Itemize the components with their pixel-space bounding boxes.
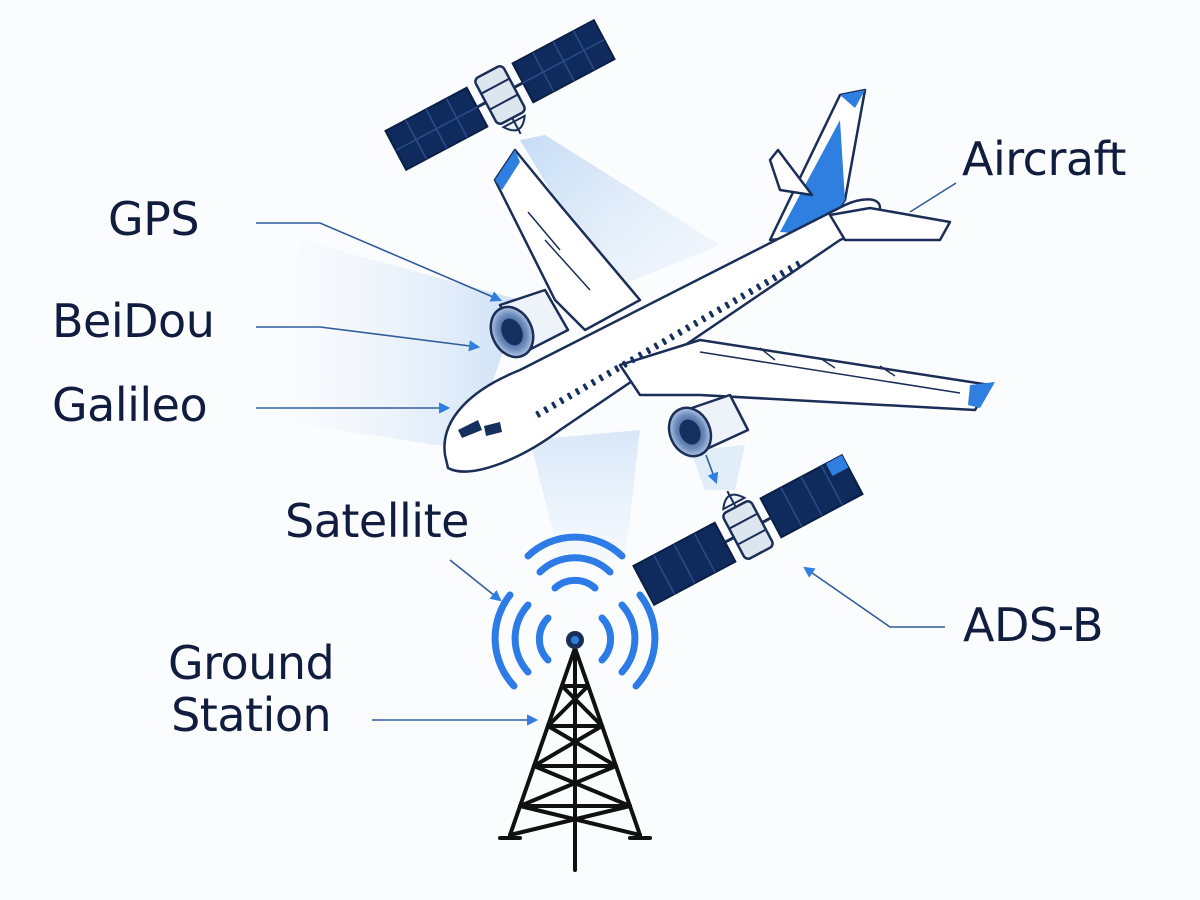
engine-far: [489, 288, 570, 359]
window-dot: [716, 306, 723, 314]
window-dot: [700, 315, 707, 323]
radio-tower-icon: [498, 646, 652, 872]
window-dot: [582, 383, 589, 391]
wifi-signal-icon: [491, 533, 659, 690]
gps-leader: [256, 222, 503, 302]
window-dot: [763, 278, 770, 286]
window-dot: [724, 301, 731, 309]
beidou-label: BeiDou: [52, 294, 215, 348]
galileo-label: Galileo: [52, 378, 208, 432]
window-dot: [543, 406, 549, 414]
window-dot: [771, 274, 778, 282]
ground-station-label-line1: Ground: [168, 636, 335, 690]
engine-near: [667, 393, 750, 458]
ground-station-label: Ground Station: [168, 636, 335, 742]
satellite-bottom-icon: [632, 453, 864, 607]
window-dot: [653, 342, 660, 350]
window-dot: [622, 360, 628, 368]
satellite-leader: [449, 559, 502, 602]
window-dot: [614, 365, 620, 373]
gps-label: GPS: [108, 192, 200, 246]
antenna-tip-icon: [566, 631, 584, 649]
window-dot: [795, 260, 801, 268]
signal-glow-left: [270, 240, 520, 450]
satellite-beam-top: [520, 135, 720, 290]
window-dot: [551, 401, 557, 409]
aircraft-label: Aircraft: [962, 132, 1126, 186]
window-dot: [685, 324, 691, 332]
window-dot: [677, 328, 683, 336]
window-dot: [629, 356, 636, 364]
window-dot: [598, 374, 604, 382]
window-dot: [740, 292, 746, 300]
aircraft-leader: [909, 182, 957, 213]
adsb-beam: [690, 445, 745, 490]
leader-lines: [256, 182, 957, 726]
satellite-top-icon: [384, 18, 616, 172]
window-dot: [669, 333, 675, 341]
ground-beam: [530, 430, 640, 560]
ground-station-label-line2: Station: [171, 687, 332, 742]
aircraft-to-adsb-arrow: [705, 454, 719, 485]
adsb-label: ADS-B: [963, 598, 1104, 652]
window-dot: [661, 338, 668, 345]
window-dot: [748, 288, 754, 295]
adsb-leader: [803, 566, 945, 628]
window-dot: [590, 378, 597, 386]
window-dot: [779, 269, 786, 277]
window-dot: [755, 283, 762, 291]
window-dot: [637, 351, 644, 359]
window-dot: [645, 347, 652, 355]
window-dot: [535, 410, 541, 418]
window-dot: [732, 297, 738, 305]
window-dot: [787, 265, 794, 273]
window-dot: [566, 392, 573, 400]
aircraft-windows: [535, 260, 801, 418]
beidou-leader: [256, 326, 481, 352]
window-dot: [692, 319, 699, 327]
window-dot: [574, 388, 581, 395]
window-dot: [558, 397, 565, 405]
window-dot: [708, 310, 715, 318]
window-dot: [606, 369, 612, 377]
satellite-label: Satellite: [285, 494, 469, 548]
